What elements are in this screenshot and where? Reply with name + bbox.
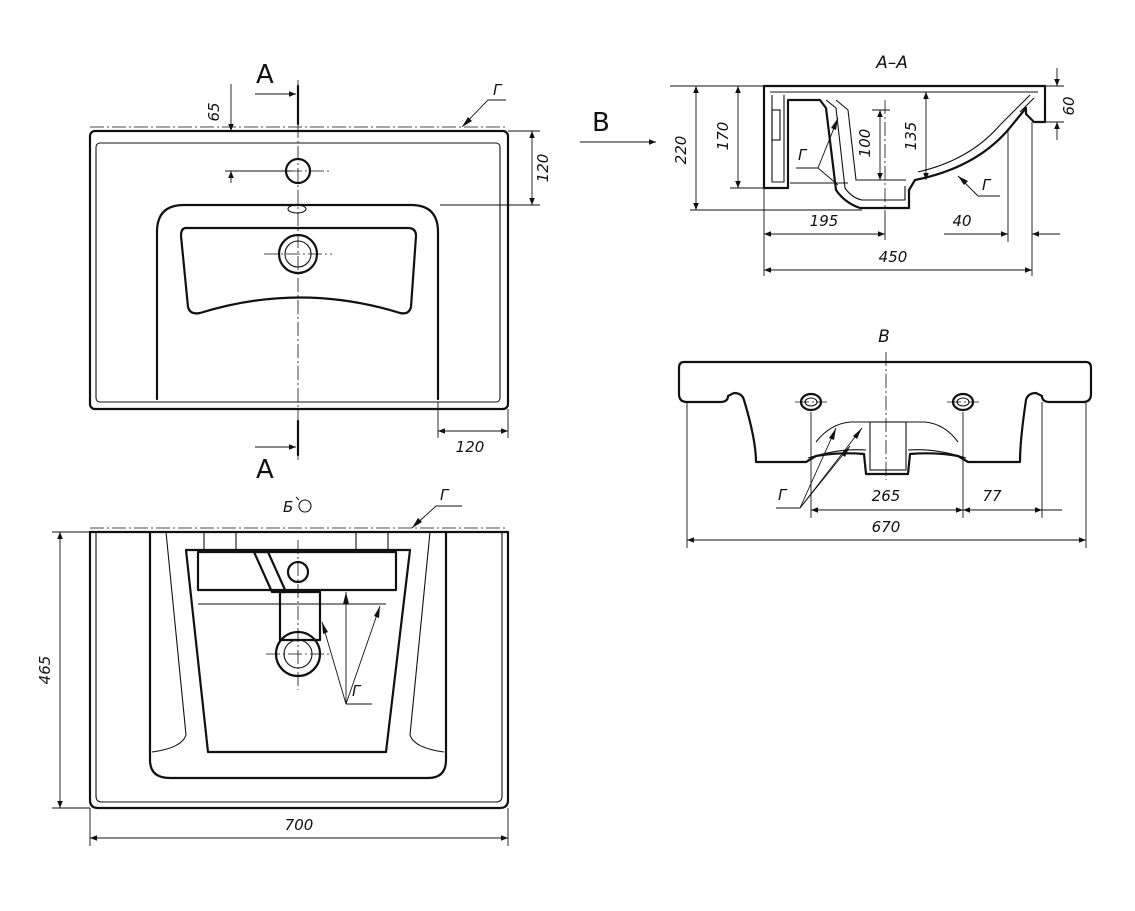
dim-65: 65 <box>205 102 223 121</box>
rotate-label: Б <box>283 498 293 516</box>
dim-195: 195 <box>810 212 839 230</box>
section-label: А–А <box>875 53 908 73</box>
dim-77: 77 <box>982 487 1002 505</box>
view-label: В <box>878 327 890 347</box>
dim-40: 40 <box>952 212 971 230</box>
callout-g-section-left: Г <box>798 146 808 164</box>
callout-g-section-right: Г <box>982 176 992 194</box>
dim-100: 100 <box>856 129 874 158</box>
view-arrow: В <box>580 108 656 145</box>
dim-220: 220 <box>672 136 690 165</box>
dim-135: 135 <box>902 122 920 151</box>
dim-700: 700 <box>285 816 314 834</box>
callout-g-view: Г <box>778 486 788 504</box>
dim-670: 670 <box>872 518 901 536</box>
dim-120-bottom: 120 <box>456 438 485 456</box>
bottom-view: Б Г Г 465 <box>36 486 510 846</box>
top-view: А А 65 120 120 Г <box>88 60 552 485</box>
callout-g-bottom-top: Г <box>440 486 450 504</box>
section-mark-top: А <box>256 60 274 90</box>
section-mark-bottom: А <box>256 455 274 485</box>
dim-170: 170 <box>714 122 732 151</box>
callout-g-bottom: Г <box>352 682 362 700</box>
dim-120-right: 120 <box>534 154 552 183</box>
section-a-a: А–А 220 170 100 135 60 <box>670 53 1078 276</box>
view-b: В 265 77 670 Г <box>677 327 1093 548</box>
callout-g-top: Г <box>493 81 503 99</box>
dim-265: 265 <box>872 487 901 505</box>
dim-450: 450 <box>879 248 908 266</box>
dim-60: 60 <box>1060 96 1078 115</box>
view-mark: В <box>592 108 610 138</box>
overflow-slot <box>287 204 307 214</box>
dim-465: 465 <box>36 656 54 685</box>
